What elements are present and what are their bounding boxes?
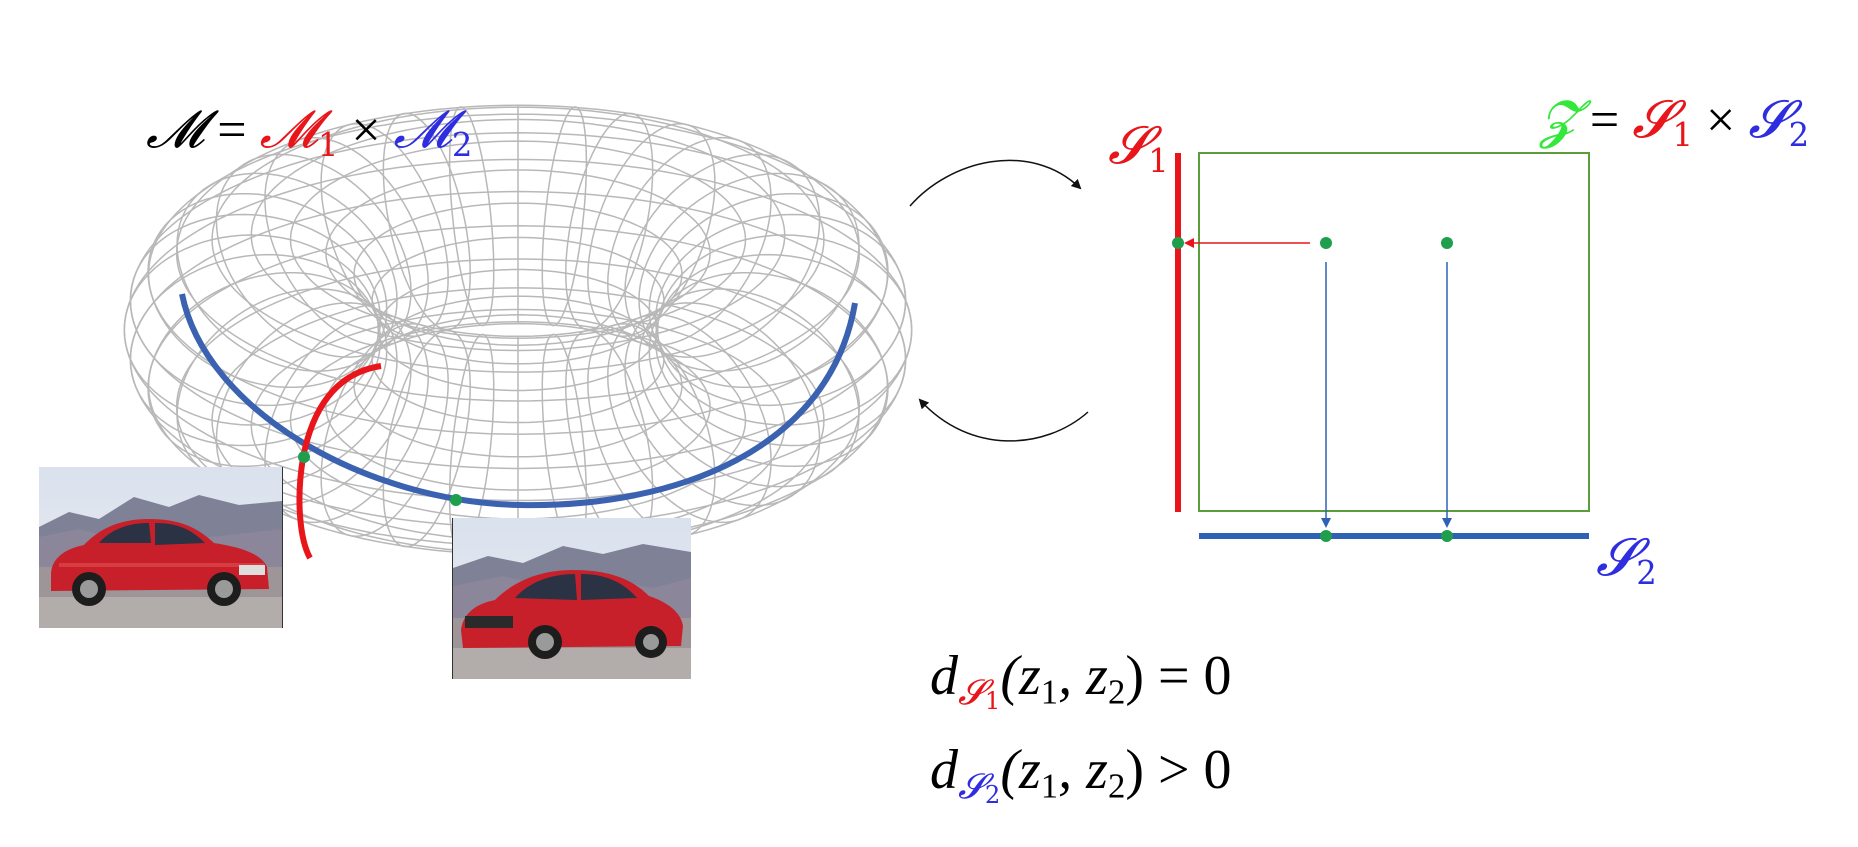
torus-grid-line [175,104,861,402]
distance-equation-s2: d𝓢2(z1, z2) > 0 [930,739,1232,810]
s1-axis-label: 𝓢1 [1108,116,1169,181]
torus-grid-line [325,169,711,338]
torus-grid-line [129,190,907,528]
latent-point-z1 [1320,237,1332,249]
distance-equation-s1: d𝓢1(z1, z2) = 0 [930,645,1232,716]
latent-space-box [1198,152,1590,512]
manifold-m2: 𝓜2 [393,100,473,165]
torus-grid-line [250,118,786,352]
torus-grid-line [264,136,429,347]
curved-arrow-left-icon [918,398,1089,442]
torus-mesh [123,104,913,556]
s2-projection-point-1 [1320,530,1332,542]
car-image-side-view [39,467,283,628]
manifold-equation: 𝓜 = 𝓜1 × 𝓜2 [146,104,472,161]
curved-arrow-right-icon [909,159,1082,207]
latent-s2: 𝓢2 [1748,90,1810,155]
manifold-m1: 𝓜1 [259,100,339,165]
times-sign: × [351,102,381,159]
car-image-front-view [452,518,691,679]
s2-axis-label: 𝓢2 [1596,528,1657,593]
s2-projection-point-2 [1441,530,1453,542]
torus-point-b [450,494,462,506]
torus-grid-line [607,313,772,524]
torus-grid-line [353,314,683,458]
latent-equation: 𝓩 = 𝓢1 × 𝓢2 [1540,94,1809,151]
torus-grid-line [377,268,659,392]
torus-grid-line [371,295,665,424]
torus-m2-curve [179,293,858,509]
torus-grid-line [211,106,825,373]
torus-grid-line [371,236,665,365]
torus-grid-line [147,225,889,547]
torus-grid-line [147,113,889,435]
torus-grid-line [289,321,747,520]
torus-grid-line [607,136,772,347]
equals-sign: = [1589,92,1620,149]
torus-grid-line [264,313,429,524]
manifold-symbol: 𝓜 [146,100,205,160]
times-sign: × [1706,92,1736,149]
latent-point-z2 [1441,237,1453,249]
torus-grid-line [353,202,683,346]
torus-grid-line [123,158,913,502]
torus-point-a [298,451,310,463]
latent-symbol: 𝓩 [1540,90,1577,150]
torus-grid-line [541,106,588,327]
latent-s1: 𝓢1 [1632,90,1694,155]
s1-projection-point [1172,237,1184,249]
torus-grid-line [325,322,711,491]
equals-sign: = [217,102,247,159]
